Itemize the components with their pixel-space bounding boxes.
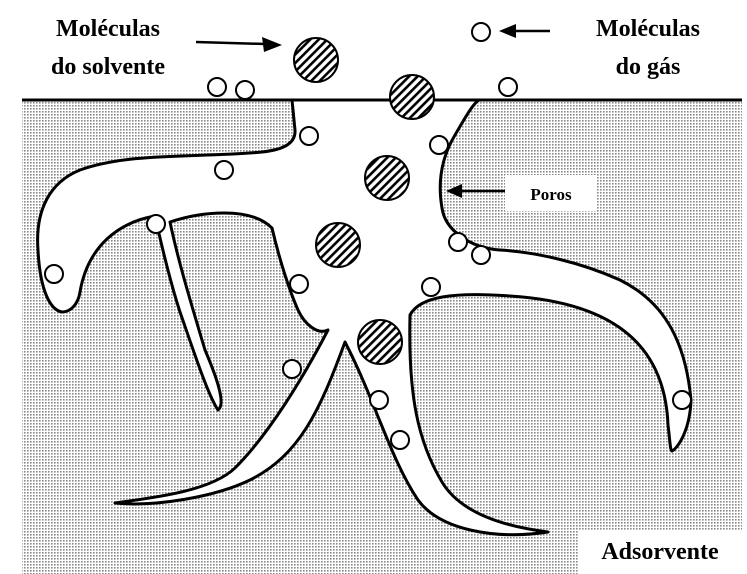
solvent-label-line2: do solvente [51, 54, 165, 80]
gas-molecule-icon [370, 391, 388, 409]
gas-molecule-icon [208, 78, 226, 96]
solvent-label-line1: Moléculas [56, 16, 160, 42]
gas-molecule-icon [236, 81, 254, 99]
gas-molecule-icon [215, 161, 233, 179]
pores-label: Poros [530, 185, 572, 204]
solvent-arrow [196, 42, 265, 44]
solvent-arrowhead-icon [262, 37, 282, 52]
gas-label-line1: Moléculas [596, 16, 700, 42]
gas-molecule-legend-icon [472, 23, 490, 41]
gas-molecule-icon [283, 360, 301, 378]
gas-molecule-icon [45, 265, 63, 283]
solvent-molecule-icon [358, 320, 402, 364]
gas-molecule-icon [391, 431, 409, 449]
gas-molecule-icon [472, 246, 490, 264]
solvent-molecule-icon [390, 75, 434, 119]
gas-molecule-icon [147, 215, 165, 233]
gas-molecule-icon [449, 233, 467, 251]
gas-label-line2: do gás [616, 54, 681, 80]
solvent-molecule-icon [294, 38, 338, 82]
gas-molecule-icon [430, 136, 448, 154]
gas-molecule-icon [499, 78, 517, 96]
gas-molecule-icon [290, 275, 308, 293]
gas-molecule-icon [300, 127, 318, 145]
solvent-molecule-icon [316, 223, 360, 267]
gas-arrowhead-icon [499, 24, 516, 38]
gas-molecule-icon [422, 278, 440, 296]
solvent-molecule-icon [365, 156, 409, 200]
adsorbent-label: Adsorvente [601, 539, 719, 565]
gas-molecule-icon [673, 391, 691, 409]
